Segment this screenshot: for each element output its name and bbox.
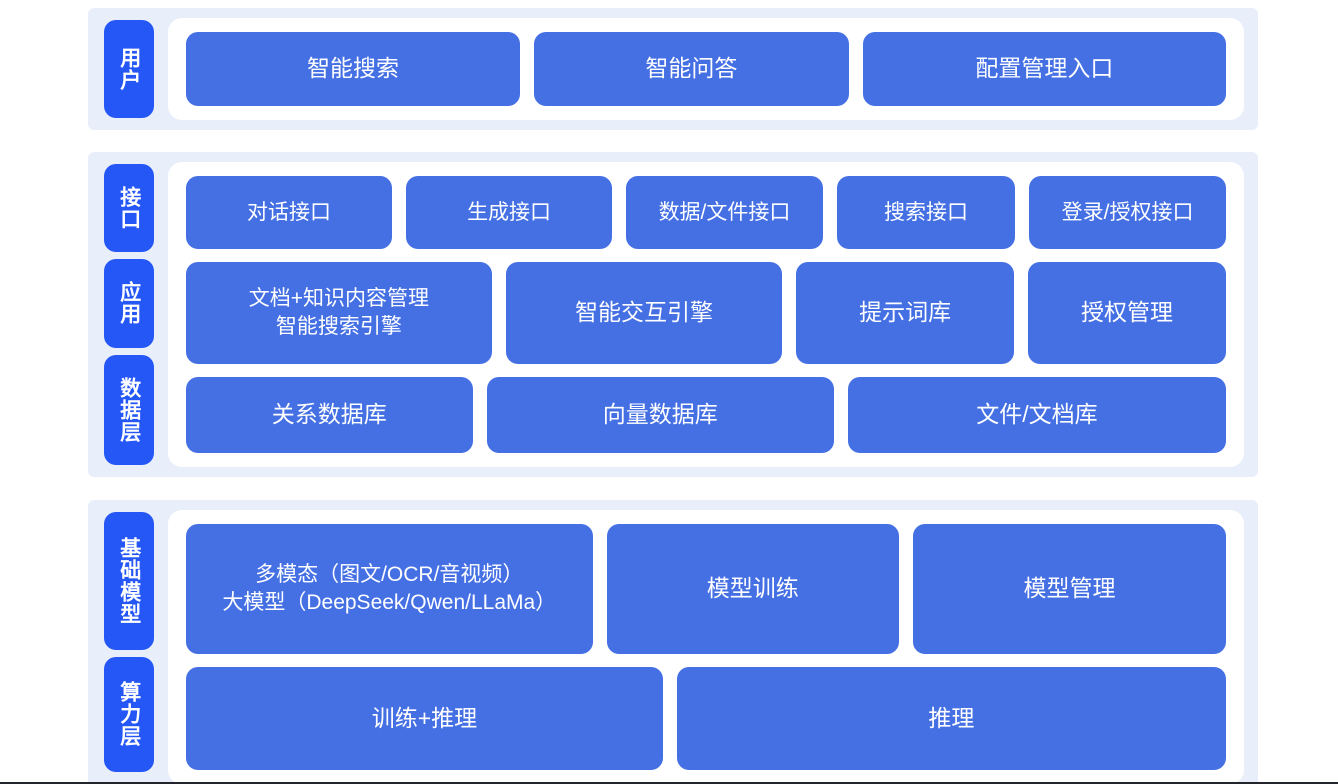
box-dialog-api[interactable]: 对话接口	[186, 176, 393, 249]
section-platform: 接口 应用 数据层 对话接口 生成接口 数据/文件接口 搜索接口 登录/授权接口…	[88, 152, 1258, 477]
layer-tab-foundation-model[interactable]: 基础模型	[104, 512, 154, 650]
box-relational-database[interactable]: 关系数据库	[186, 377, 473, 453]
layer-tab-user[interactable]: 用户	[104, 20, 154, 118]
box-file-document-store[interactable]: 文件/文档库	[848, 377, 1226, 453]
layer-tab-compute[interactable]: 算力层	[104, 656, 154, 772]
compute-row: 训练+推理 推理	[186, 666, 1226, 771]
box-smart-interaction-engine[interactable]: 智能交互引擎	[505, 262, 783, 365]
box-model-training[interactable]: 模型训练	[606, 524, 899, 654]
box-training-inference[interactable]: 训练+推理	[186, 666, 663, 771]
box-prompt-library[interactable]: 提示词库	[796, 262, 1014, 365]
data-row: 关系数据库 向量数据库 文件/文档库	[186, 377, 1226, 453]
box-smart-qa[interactable]: 智能问答	[534, 32, 849, 106]
section-infrastructure-tab-column: 基础模型 算力层	[88, 500, 154, 784]
layer-tab-data[interactable]: 数据层	[104, 354, 154, 465]
box-data-file-api[interactable]: 数据/文件接口	[626, 176, 823, 249]
section-platform-tab-column: 接口 应用 数据层	[88, 152, 154, 477]
section-infrastructure-card: 多模态（图文/OCR/音视频） 大模型（DeepSeek/Qwen/LLaMa）…	[168, 510, 1244, 784]
section-platform-card: 对话接口 生成接口 数据/文件接口 搜索接口 登录/授权接口 文档+知识内容管理…	[168, 162, 1244, 467]
box-login-auth-api[interactable]: 登录/授权接口	[1029, 176, 1226, 249]
section-user-tab-column: 用户	[88, 8, 154, 130]
interface-row: 对话接口 生成接口 数据/文件接口 搜索接口 登录/授权接口	[186, 176, 1226, 249]
box-model-management[interactable]: 模型管理	[912, 524, 1226, 654]
box-authorization-management[interactable]: 授权管理	[1027, 262, 1226, 365]
box-vector-database[interactable]: 向量数据库	[486, 377, 834, 453]
layer-tab-interface[interactable]: 接口	[104, 164, 154, 253]
box-inference[interactable]: 推理	[676, 666, 1226, 771]
user-row: 智能搜索 智能问答 配置管理入口	[186, 32, 1226, 106]
model-row: 多模态（图文/OCR/音视频） 大模型（DeepSeek/Qwen/LLaMa）…	[186, 524, 1226, 654]
bottom-edge-rule	[0, 782, 1338, 784]
box-document-knowledge-management[interactable]: 文档+知识内容管理 智能搜索引擎	[186, 262, 492, 365]
layer-tab-application[interactable]: 应用	[104, 259, 154, 348]
box-search-api[interactable]: 搜索接口	[836, 176, 1016, 249]
box-smart-search[interactable]: 智能搜索	[186, 32, 521, 106]
section-user-card: 智能搜索 智能问答 配置管理入口	[168, 18, 1244, 120]
section-infrastructure: 基础模型 算力层 多模态（图文/OCR/音视频） 大模型（DeepSeek/Qw…	[88, 500, 1258, 784]
application-row: 文档+知识内容管理 智能搜索引擎 智能交互引擎 提示词库 授权管理	[186, 262, 1226, 365]
box-generation-api[interactable]: 生成接口	[406, 176, 613, 249]
box-config-management-entry[interactable]: 配置管理入口	[862, 32, 1226, 106]
box-multimodal-large-model[interactable]: 多模态（图文/OCR/音视频） 大模型（DeepSeek/Qwen/LLaMa）	[186, 524, 593, 654]
section-user: 用户 智能搜索 智能问答 配置管理入口	[88, 8, 1258, 130]
